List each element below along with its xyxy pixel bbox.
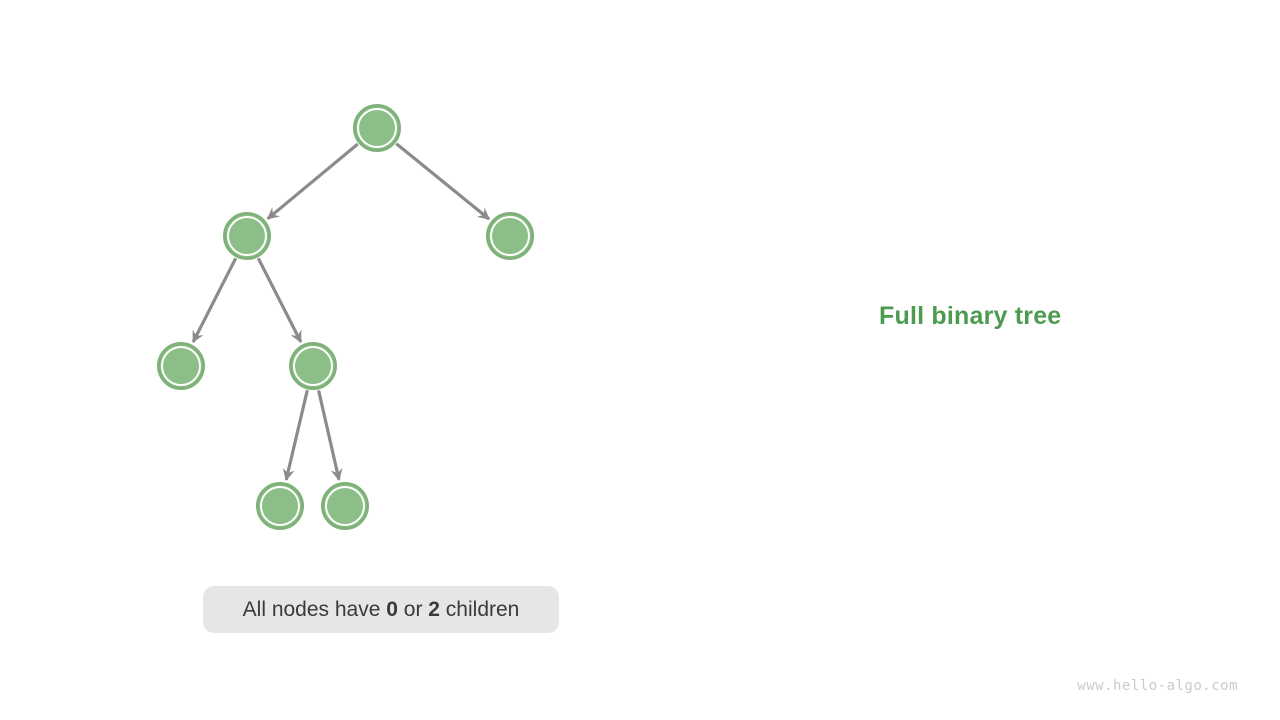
tree-node: [486, 212, 534, 260]
tree-edge: [395, 142, 491, 221]
annotation-text-segment: 2: [428, 597, 440, 621]
tree-edge: [256, 257, 303, 344]
tree-edge: [191, 257, 238, 344]
tree-node: [256, 482, 304, 530]
diagram-title: Full binary tree: [879, 302, 1062, 330]
watermark: www.hello-algo.com: [1077, 678, 1238, 694]
annotation-text-segment: 0: [386, 597, 398, 621]
annotation-pill: All nodes have 0 or 2 children: [203, 586, 559, 633]
tree-node: [223, 212, 271, 260]
tree-node: [157, 342, 205, 390]
annotation-text-segment: children: [439, 597, 520, 621]
tree-node: [353, 104, 401, 152]
annotation-text-segment: or: [397, 597, 429, 621]
tree-edge: [266, 142, 359, 220]
tree-edge: [317, 390, 343, 481]
tree-node: [289, 342, 337, 390]
annotation-text-segment: All nodes have: [242, 597, 387, 621]
tree-node: [321, 482, 369, 530]
tree-edge: [282, 389, 309, 481]
